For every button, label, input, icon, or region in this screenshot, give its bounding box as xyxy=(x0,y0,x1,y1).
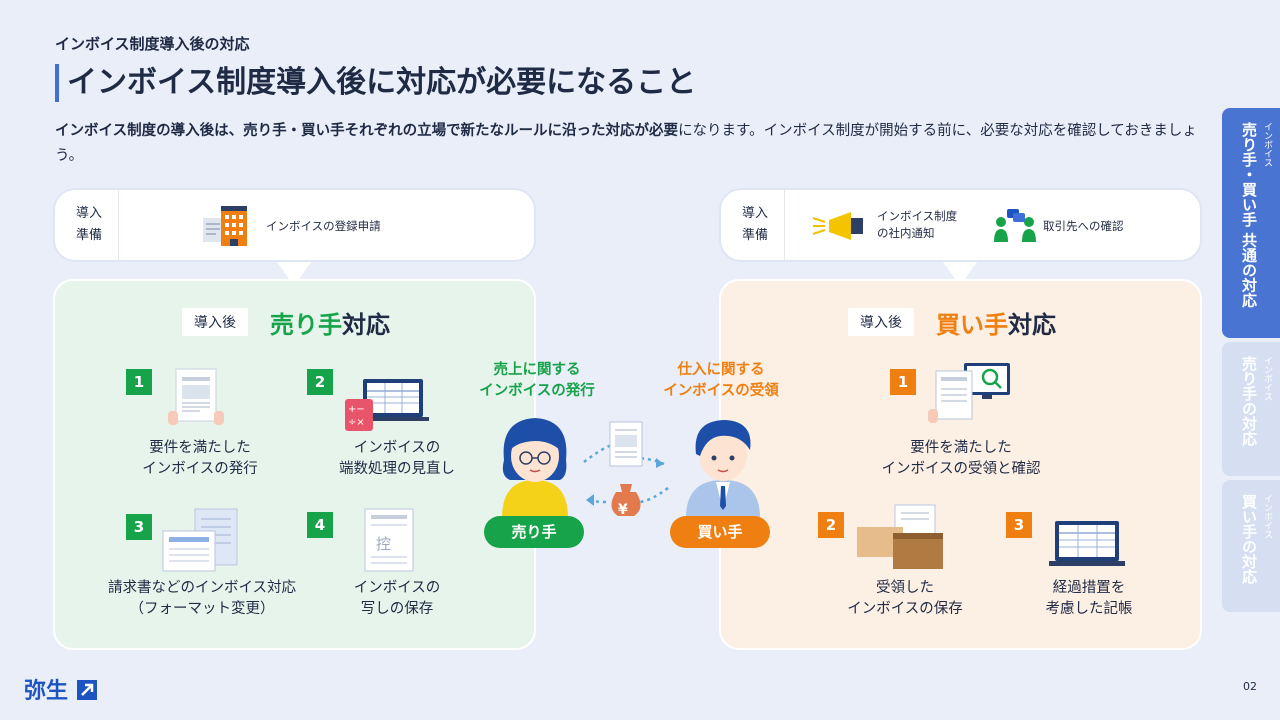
seller-prep-box: 導入 準備 インボイスの登録申請 xyxy=(53,188,536,262)
exchange-arrows-icon xyxy=(583,421,669,516)
invoice-forms-icon xyxy=(162,508,238,572)
side-tab-label: 買い手の対応 xyxy=(1240,494,1258,584)
side-tab-buyer[interactable]: インボイス 買い手の対応 xyxy=(1222,480,1280,612)
svg-text:+−: +− xyxy=(348,404,365,415)
yen-symbol: ¥ xyxy=(618,502,628,518)
side-tab-label: 売り手の対応 xyxy=(1240,356,1258,446)
step-number: 3 xyxy=(1006,512,1032,538)
prep-item-confirm: 取引先への確認 xyxy=(1043,219,1124,233)
people-chat-icon xyxy=(994,209,1036,242)
laptop-ledger-icon xyxy=(1049,521,1125,566)
seller-item-2-text: インボイスの 端数処理の見直し xyxy=(339,440,455,477)
divider xyxy=(784,190,785,260)
prep-item-notice: インボイス制度 の社内通知 xyxy=(877,209,958,240)
invoice-check-icon xyxy=(928,363,1010,423)
buyer-item-2-text: 受領した インボイスの保存 xyxy=(847,580,963,617)
page-subtitle: インボイス制度導入後の対応 xyxy=(55,35,250,53)
seller-pill: 売り手 xyxy=(484,516,584,548)
step-number: 2 xyxy=(307,369,333,395)
side-tab-label: 売り手・買い手 共通の対応 xyxy=(1240,122,1258,308)
svg-text:控: 控 xyxy=(376,535,391,553)
buyer-panel: 導入後 買い手対応 1 要件を満たした インボイスの受領と確認 2 受領した イ… xyxy=(719,279,1202,650)
buyer-person-icon xyxy=(686,420,760,518)
after-tag: 導入後 xyxy=(182,308,248,336)
building-icon xyxy=(203,206,247,246)
buyer-pill: 買い手 xyxy=(670,516,770,548)
seller-item-4-text: インボイスの 写しの保存 xyxy=(353,580,441,617)
step-number: 1 xyxy=(126,369,152,395)
svg-text:÷×: ÷× xyxy=(348,417,365,428)
seller-item-3-text: 請求書などのインボイス対応 （フォーマット変更） xyxy=(107,580,297,617)
page-title: インボイス制度導入後に対応が必要になること xyxy=(55,64,696,102)
step-number: 4 xyxy=(307,512,333,538)
divider xyxy=(118,190,119,260)
prep-label: 導入 準備 xyxy=(741,206,768,243)
side-tab-common[interactable]: インボイス 売り手・買い手 共通の対応 xyxy=(1222,108,1280,338)
intro-rest: になります。インボイス制度が開始する前に、必要な対応を確認しておきましょう。 xyxy=(55,123,1197,164)
prep-item-registration: インボイスの登録申請 xyxy=(266,219,381,233)
invoice-document-icon xyxy=(168,368,224,425)
buyer-item-3-text: 経過措置を 考慮した記帳 xyxy=(1045,580,1133,617)
seller-person-icon xyxy=(502,418,568,518)
buyer-item-1-text: 要件を満たした インボイスの受領と確認 xyxy=(881,440,1041,477)
step-number: 3 xyxy=(126,514,152,540)
buyer-flow-caption: 仕入に関する インボイスの受領 xyxy=(663,362,779,399)
step-number: 1 xyxy=(890,369,916,395)
logo-arrow-icon xyxy=(76,680,97,700)
prep-label: 導入 準備 xyxy=(75,206,102,243)
buyer-prep-box: 導入 準備 インボイス制度 の社内通知 取引先への確認 xyxy=(719,188,1202,262)
laptop-calculator-icon: +− ÷× xyxy=(345,379,429,431)
seller-flow-caption: 売上に関する インボイスの発行 xyxy=(479,362,595,399)
intro-text: インボイス制度の導入後は、売り手・買い手それぞれの立場で新たなルールに沿った対応… xyxy=(55,119,1200,169)
intro-bold: インボイス制度の導入後は、売り手・買い手それぞれの立場で新たなルールに沿った対応… xyxy=(55,123,679,139)
side-tab-seller[interactable]: インボイス 売り手の対応 xyxy=(1222,342,1280,476)
yayoi-logo: 弥生 xyxy=(24,673,98,705)
seller-panel-title: 売り手対応 xyxy=(270,311,390,339)
buyer-panel-title: 買い手対応 xyxy=(936,311,1056,339)
copy-document-icon: 控 xyxy=(364,508,414,572)
box-storage-icon xyxy=(857,504,943,569)
seller-item-1-text: 要件を満たした インボイスの発行 xyxy=(142,440,258,477)
page-number: 02 xyxy=(1243,680,1257,693)
megaphone-icon xyxy=(812,212,863,240)
seller-panel: 導入後 売り手対応 1 要件を満たした インボイスの発行 2 +− ÷× インボ… xyxy=(53,279,536,650)
after-tag: 導入後 xyxy=(848,308,914,336)
step-number: 2 xyxy=(818,512,844,538)
